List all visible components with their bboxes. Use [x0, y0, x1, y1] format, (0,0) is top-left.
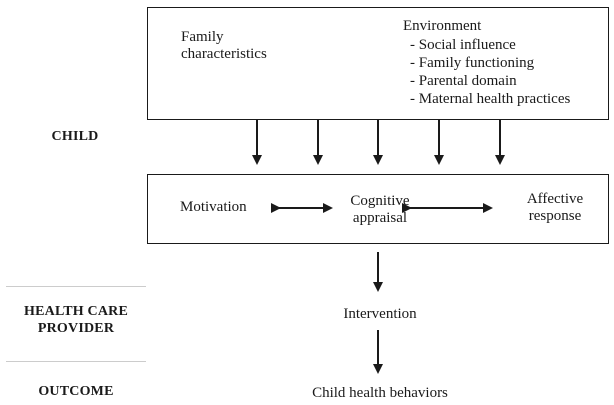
cognitive-appraisal-label: Cognitive appraisal [340, 193, 420, 227]
environment-box [147, 7, 609, 120]
health-care-line1: HEALTH CARE [24, 304, 128, 319]
environment-item-parental-domain: - Parental domain [410, 73, 517, 89]
section-divider-upper [6, 286, 146, 287]
family-line1: Family [181, 29, 224, 45]
environment-list: - Social influence - Family functioning … [410, 36, 570, 108]
affective-line1: Affective [526, 191, 584, 207]
child-health-behaviors-label: Child health behaviors [312, 385, 448, 401]
cognitive-line2: appraisal [352, 210, 408, 226]
intervention-label: Intervention [343, 306, 417, 322]
cognitive-line1: Cognitive [350, 193, 410, 209]
family-line2: characteristics [181, 46, 267, 62]
motivation-label: Motivation [180, 199, 247, 215]
health-care-provider-label: HEALTH CARE PROVIDER [6, 303, 146, 337]
outcome-label: OUTCOME [38, 384, 114, 399]
environment-item-social-influence: - Social influence [410, 37, 516, 53]
environment-title: Environment [403, 18, 482, 34]
child-process-box [147, 174, 609, 244]
provider-line2: PROVIDER [37, 321, 115, 336]
section-divider-lower [6, 361, 146, 362]
affective-response-label: Affective response [515, 191, 595, 225]
family-characteristics-label: Family characteristics [181, 29, 267, 63]
environment-item-family-functioning: - Family functioning [410, 55, 535, 71]
child-label: CHILD [51, 129, 99, 144]
affective-line2: response [528, 208, 582, 224]
environment-item-maternal-health-practices: - Maternal health practices [410, 91, 571, 107]
